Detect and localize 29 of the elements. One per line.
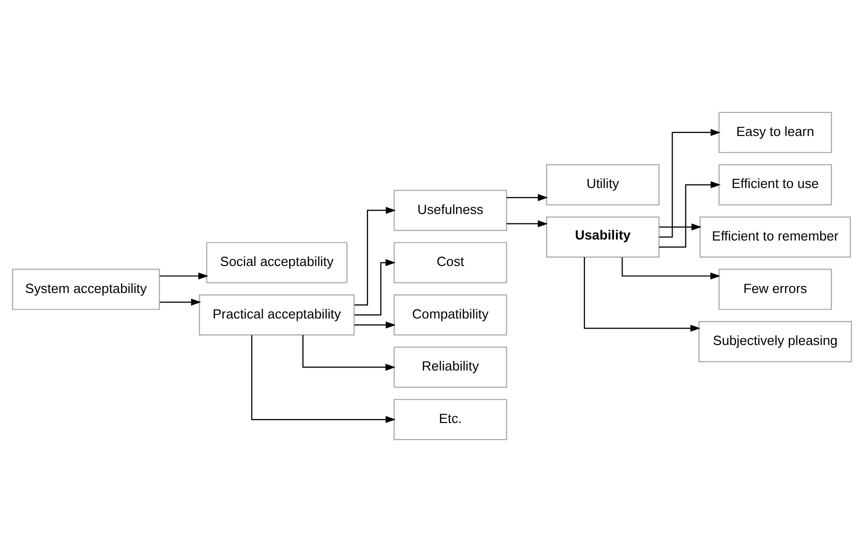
- node-box: Reliability: [394, 346, 508, 388]
- node-box: Easy to learn: [718, 112, 832, 154]
- arrow: [354, 259, 396, 316]
- arrow: [506, 220, 548, 228]
- node-box: Practical acceptability: [198, 294, 355, 336]
- node-box: Subjectively pleasing: [698, 321, 852, 362]
- arrow: [659, 128, 721, 238]
- arrow: [354, 206, 396, 306]
- arrow: [302, 335, 396, 371]
- node-box: Few errors: [718, 268, 832, 310]
- node-box: Usability: [546, 216, 660, 258]
- arrow: [659, 181, 721, 248]
- node-box: Social acceptability: [206, 242, 348, 284]
- node-box: System acceptability: [12, 268, 160, 310]
- arrow: [160, 298, 202, 306]
- arrow: [506, 194, 548, 202]
- node-box: Usefulness: [394, 190, 508, 231]
- arrow: [160, 272, 208, 280]
- arrow: [622, 257, 720, 280]
- node-box: Efficient to remember: [700, 216, 851, 258]
- arrow: [251, 335, 396, 424]
- node-box: Compatibility: [394, 294, 508, 336]
- arrow: [354, 321, 396, 328]
- node-box: Etc.: [394, 398, 508, 440]
- node-box: Utility: [546, 164, 660, 206]
- arrow: [584, 257, 700, 332]
- node-box: Cost: [394, 242, 508, 284]
- node-box: Efficient to use: [718, 164, 832, 206]
- arrow: [659, 224, 702, 231]
